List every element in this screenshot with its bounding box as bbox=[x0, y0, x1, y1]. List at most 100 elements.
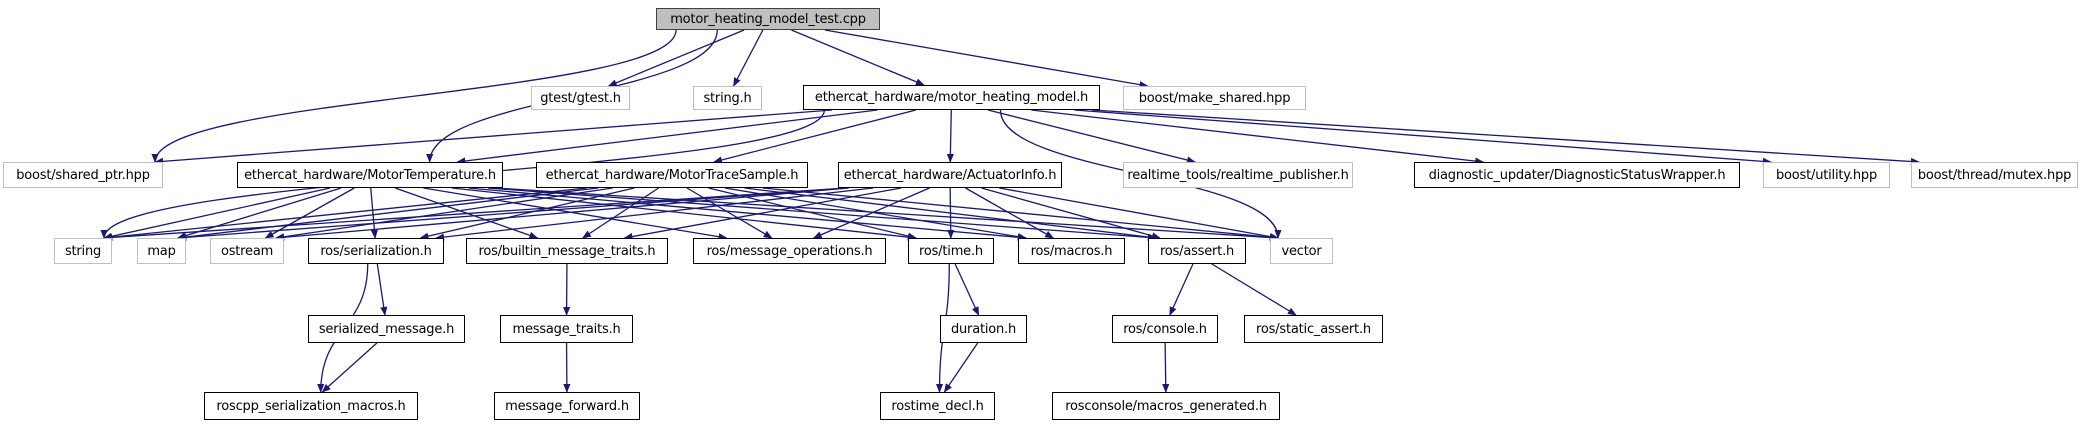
node-string-h: string.h bbox=[693, 86, 762, 110]
edge-actuator-info-to-string bbox=[103, 187, 847, 242]
node-map: map bbox=[137, 238, 186, 264]
node-mutex: boost/thread/mutex.hpp bbox=[1911, 162, 2078, 188]
edge-trace-sample-to-serialization bbox=[419, 187, 635, 240]
edge-trace-sample-to-vector bbox=[762, 187, 1279, 241]
node-label: ros/macros.h bbox=[1030, 243, 1113, 259]
node-msg-forward[interactable]: message_forward.h bbox=[494, 392, 640, 420]
edge-motor-temp-to-string bbox=[103, 187, 331, 240]
edge-actuator-info-to-assert bbox=[981, 187, 1161, 240]
node-label: ros/builtin_message_traits.h bbox=[478, 243, 656, 259]
edge-motor-temp-to-serialization bbox=[370, 187, 378, 239]
edge-motor-temp-to-map bbox=[177, 187, 342, 240]
node-mhm[interactable]: ethercat_hardware/motor_heating_model.h bbox=[803, 85, 1100, 110]
node-gtest: gtest/gtest.h bbox=[531, 86, 630, 110]
edge-actuator-info-to-builtin-traits bbox=[623, 187, 902, 241]
node-assert[interactable]: ros/assert.h bbox=[1148, 238, 1246, 264]
edge-serialized-msg-to-ser-macros bbox=[321, 342, 378, 393]
edge-trace-sample-to-msg-ops bbox=[686, 187, 773, 239]
edge-trace-sample-to-map bbox=[177, 187, 598, 241]
edge-motor-temp-to-macros bbox=[468, 187, 1027, 241]
node-label: gtest/gtest.h bbox=[540, 90, 621, 106]
node-string: string bbox=[54, 238, 112, 264]
edge-actuator-info-to-serialization bbox=[435, 187, 873, 241]
node-label: ros/console.h bbox=[1123, 321, 1207, 337]
node-label: ros/time.h bbox=[919, 243, 983, 259]
node-label: message_forward.h bbox=[505, 398, 629, 414]
node-trace-sample[interactable]: ethercat_hardware/MotorTraceSample.h bbox=[536, 162, 808, 188]
edge-mhm-to-shared-ptr bbox=[154, 109, 833, 165]
node-label: ethercat_hardware/motor_heating_model.h bbox=[814, 90, 1089, 105]
node-rostime-decl[interactable]: rostime_decl.h bbox=[880, 392, 995, 420]
node-label: map bbox=[147, 243, 176, 259]
node-diag[interactable]: diagnostic_updater/DiagnosticStatusWrapp… bbox=[1414, 162, 1740, 188]
edge-actuator-info-to-ostream bbox=[275, 187, 849, 241]
node-label: ethercat_hardware/MotorTemperature.h bbox=[244, 167, 496, 183]
node-actuator-info[interactable]: ethercat_hardware/ActuatorInfo.h bbox=[838, 162, 1062, 188]
node-macros[interactable]: ros/macros.h bbox=[1018, 238, 1125, 264]
edge-trace-sample-to-macros bbox=[724, 187, 1027, 241]
node-msg-traits[interactable]: message_traits.h bbox=[500, 315, 633, 343]
edge-mhm-to-motor-temp bbox=[456, 109, 878, 165]
edge-trace-sample-to-builtin-traits bbox=[581, 187, 659, 239]
node-label: duration.h bbox=[950, 321, 1017, 337]
edge-actuator-info-to-vector bbox=[999, 187, 1279, 241]
node-motor-temp[interactable]: ethercat_hardware/MotorTemperature.h bbox=[237, 162, 503, 188]
edge-actuator-info-to-msg-ops bbox=[812, 187, 930, 239]
edge-mhm-to-rt-pub bbox=[987, 109, 1196, 164]
node-time[interactable]: ros/time.h bbox=[908, 238, 994, 264]
node-serialized-msg[interactable]: serialized_message.h bbox=[308, 315, 465, 343]
node-label: ros/message_operations.h bbox=[706, 243, 873, 259]
node-static-assert[interactable]: ros/static_assert.h bbox=[1244, 315, 1383, 343]
node-label: boost/shared_ptr.hpp bbox=[16, 167, 150, 183]
node-console[interactable]: ros/console.h bbox=[1112, 315, 1218, 343]
node-label: string bbox=[64, 243, 102, 259]
node-label: ethercat_hardware/ActuatorInfo.h bbox=[843, 167, 1057, 183]
node-label: ros/static_assert.h bbox=[1256, 321, 1371, 337]
node-msg-ops[interactable]: ros/message_operations.h bbox=[693, 238, 886, 264]
edge-serialization-to-serialized-msg bbox=[376, 263, 388, 316]
node-label: boost/utility.hpp bbox=[1776, 167, 1877, 183]
node-label: message_traits.h bbox=[512, 321, 621, 337]
node-serialization[interactable]: ros/serialization.h bbox=[308, 238, 444, 264]
edge-actuator-info-to-map bbox=[177, 187, 847, 241]
edge-root-to-string-h bbox=[732, 29, 764, 87]
edge-duration-to-rostime-decl bbox=[943, 342, 979, 393]
edge-trace-sample-to-ostream bbox=[275, 187, 613, 241]
node-ser-macros[interactable]: roscpp_serialization_macros.h bbox=[204, 392, 418, 420]
edge-actuator-info-to-macros bbox=[965, 187, 1055, 239]
edge-root-to-make-shared bbox=[824, 29, 1149, 89]
edge-motor-temp-to-vector bbox=[494, 187, 1279, 242]
node-label: motor_heating_model_test.cpp bbox=[670, 11, 866, 27]
node-label: rosconsole/macros_generated.h bbox=[1065, 398, 1267, 414]
node-label: vector bbox=[1281, 243, 1322, 259]
node-label: string.h bbox=[703, 90, 752, 106]
node-duration[interactable]: duration.h bbox=[940, 315, 1027, 343]
edge-mhm-to-mutex bbox=[1091, 109, 1920, 166]
node-label: ostream bbox=[220, 243, 274, 259]
edge-actuator-info-to-time bbox=[947, 187, 955, 239]
node-label: roscpp_serialization_macros.h bbox=[216, 398, 406, 414]
edge-mhm-to-trace-sample bbox=[713, 109, 917, 164]
node-utility: boost/utility.hpp bbox=[1763, 162, 1890, 188]
edge-motor-temp-to-msg-ops bbox=[423, 187, 728, 241]
node-builtin-traits[interactable]: ros/builtin_message_traits.h bbox=[466, 238, 668, 264]
node-root: motor_heating_model_test.cpp bbox=[656, 8, 880, 30]
node-label: rostime_decl.h bbox=[891, 398, 984, 414]
node-shared-ptr: boost/shared_ptr.hpp bbox=[3, 162, 163, 188]
node-make-shared: boost/make_shared.hpp bbox=[1123, 86, 1306, 110]
edge-trace-sample-to-string bbox=[103, 187, 587, 241]
edge-time-to-duration bbox=[954, 263, 980, 316]
node-label: ros/assert.h bbox=[1159, 243, 1235, 259]
node-label: boost/make_shared.hpp bbox=[1138, 90, 1291, 106]
edge-motor-temp-to-ostream bbox=[264, 187, 355, 239]
node-ostream: ostream bbox=[210, 238, 284, 264]
edge-assert-to-console bbox=[1169, 263, 1194, 316]
node-label: boost/thread/mutex.hpp bbox=[1917, 167, 2072, 183]
node-label: realtime_tools/realtime_publisher.h bbox=[1127, 167, 1349, 183]
node-macros-gen[interactable]: rosconsole/macros_generated.h bbox=[1052, 392, 1280, 420]
edge-root-to-gtest bbox=[607, 29, 745, 87]
edge-root-to-mhm bbox=[791, 29, 925, 86]
node-rt-pub: realtime_tools/realtime_publisher.h bbox=[1123, 162, 1353, 188]
edge-mhm-to-utility bbox=[1074, 109, 1772, 165]
